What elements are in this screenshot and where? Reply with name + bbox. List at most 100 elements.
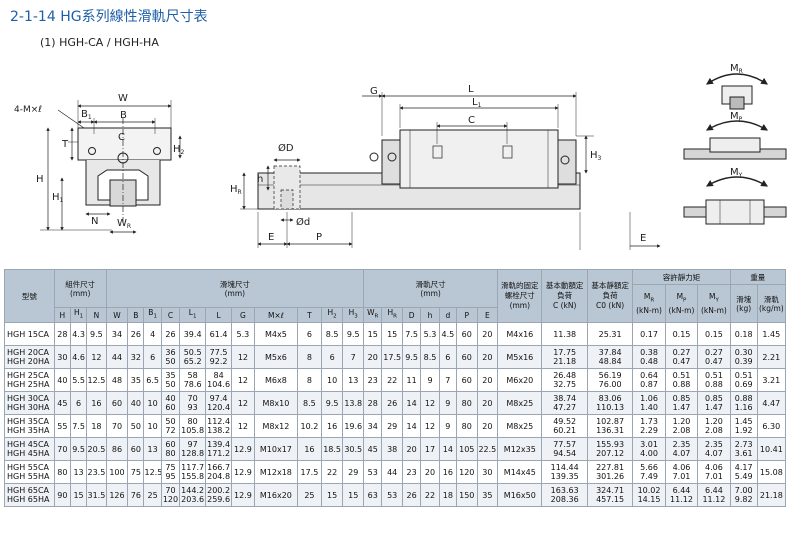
technical-drawing: W B1 B 4-M×ℓ C T H2 H H1 N WR bbox=[14, 63, 787, 250]
cell-value: 0.64 bbox=[640, 371, 658, 380]
cell-h3: 15 bbox=[342, 483, 365, 507]
label-T: T bbox=[61, 139, 69, 150]
cell-h1: 4.6 bbox=[69, 345, 88, 369]
dim-symbol: C bbox=[167, 310, 174, 320]
cell-value: 97 bbox=[187, 440, 198, 449]
dim-sub: 1 bbox=[79, 313, 84, 320]
dim-symbol: H bbox=[387, 308, 394, 318]
cell-value: 208.36 bbox=[550, 495, 579, 504]
cell-rail: 3.21 bbox=[756, 368, 787, 392]
cell-w: 44 bbox=[105, 345, 129, 369]
cell-value: 301.26 bbox=[596, 472, 625, 481]
dim-symbol: B bbox=[133, 310, 139, 320]
cell-h: 12 bbox=[420, 414, 440, 438]
cell-value: 61.4 bbox=[209, 329, 228, 339]
cell-h3: 13 bbox=[342, 368, 365, 392]
th-dim-12: H2 bbox=[320, 307, 344, 323]
cell-n: 16 bbox=[86, 391, 107, 415]
dim-symbol: D bbox=[408, 310, 415, 320]
cell-value: 2.35 bbox=[705, 440, 723, 449]
th-dim-1: H1 bbox=[69, 307, 88, 323]
cell-l1: 39.4 bbox=[179, 322, 207, 346]
cell-value: 0.39 bbox=[734, 357, 753, 366]
cell-m: M8x10 bbox=[253, 391, 299, 415]
cell-value: 3.01 bbox=[640, 440, 658, 449]
cell-value: 155.8 bbox=[181, 472, 205, 481]
cell-e: 20 bbox=[476, 414, 499, 438]
cell-value: HGH 15CA bbox=[7, 329, 50, 339]
cell-h2: 18.5 bbox=[320, 437, 344, 461]
weight-unit: (kg) bbox=[736, 303, 752, 313]
cell-wr: 15 bbox=[363, 322, 383, 346]
cell-value: 5.49 bbox=[734, 472, 753, 481]
cell-value: 1.47 bbox=[672, 403, 691, 412]
cell-e: 20 bbox=[476, 391, 499, 415]
cell-value: 65.2 bbox=[183, 357, 202, 366]
dim-symbol: H bbox=[327, 308, 334, 318]
cell-value: 39.4 bbox=[183, 329, 202, 339]
spec-table: 型號 組件尺寸(mm) 滑塊尺寸(mm) 滑軌尺寸(mm) 滑軌的固定螺栓尺寸(… bbox=[4, 269, 787, 507]
cell-h1: 6 bbox=[69, 391, 88, 415]
label-W: W bbox=[118, 93, 128, 104]
cell-value: 32.75 bbox=[553, 380, 577, 389]
cell-value: 60.21 bbox=[553, 426, 577, 435]
label-mounting-thread: 4-M×ℓ bbox=[14, 105, 42, 115]
cell-value: 110.13 bbox=[596, 403, 625, 412]
cell-value: 60 bbox=[165, 403, 176, 412]
cell-value: 0.15 bbox=[705, 329, 723, 339]
dim-symbol: L bbox=[216, 310, 221, 320]
dim-sub: 1 bbox=[153, 313, 157, 320]
cell-n: 12.5 bbox=[86, 368, 107, 392]
cell-g: 12 bbox=[231, 414, 255, 438]
th-dim-9: G bbox=[231, 307, 255, 323]
cell-value: 0.51 bbox=[672, 371, 691, 380]
cell-value: 200.2 bbox=[207, 486, 231, 495]
cell-value: 5.66 bbox=[640, 463, 658, 472]
cell-d: 11 bbox=[401, 368, 422, 392]
cell-rail: 1.45 bbox=[756, 322, 787, 346]
cell-t: 10.2 bbox=[297, 414, 322, 438]
cell-p: 60 bbox=[456, 368, 478, 392]
cell-w: 70 bbox=[105, 414, 129, 438]
cell-cd: 11.38 bbox=[541, 322, 588, 346]
dim-sub: R bbox=[393, 313, 397, 320]
cell-bolt: M8x25 bbox=[497, 391, 543, 415]
cell-b1: 10 bbox=[143, 391, 162, 415]
th-dim-11: T bbox=[297, 307, 322, 323]
cell-e: 30 bbox=[476, 460, 499, 484]
cell-t: 25 bbox=[297, 483, 322, 507]
cell-t: 8 bbox=[297, 368, 322, 392]
moment-symbol: M bbox=[676, 292, 684, 302]
cell-value: 0.47 bbox=[672, 357, 691, 366]
cell-value: 203.6 bbox=[181, 495, 205, 504]
cell-h2: 6 bbox=[320, 345, 344, 369]
cell-h: 45 bbox=[53, 391, 71, 415]
heading-code: 2-1-14 bbox=[10, 9, 56, 25]
model-subheading: (1) HGH-CA / HGH-HA bbox=[40, 36, 159, 49]
cell-n: 12 bbox=[86, 345, 107, 369]
cell-value: 104.6 bbox=[207, 380, 231, 389]
heading-title: 系列線性滑軌尺寸表 bbox=[81, 9, 208, 25]
cell-value: 6.44 bbox=[672, 486, 691, 495]
cell-value: 139.35 bbox=[550, 472, 579, 481]
cell-value: HGH 45HA bbox=[7, 449, 50, 458]
cell-value: 50 bbox=[165, 417, 176, 426]
cell-value: 120 bbox=[162, 495, 179, 504]
cell-wr: 20 bbox=[363, 345, 383, 369]
cell-d: 7 bbox=[438, 368, 458, 392]
cell-wr: 34 bbox=[363, 414, 383, 438]
dim-sub: R bbox=[374, 313, 379, 320]
cell-h: 20 bbox=[420, 460, 440, 484]
cell-b: 50 bbox=[127, 414, 145, 438]
cell-value: 50 bbox=[165, 380, 176, 389]
cell-rail: 10.41 bbox=[756, 437, 787, 461]
